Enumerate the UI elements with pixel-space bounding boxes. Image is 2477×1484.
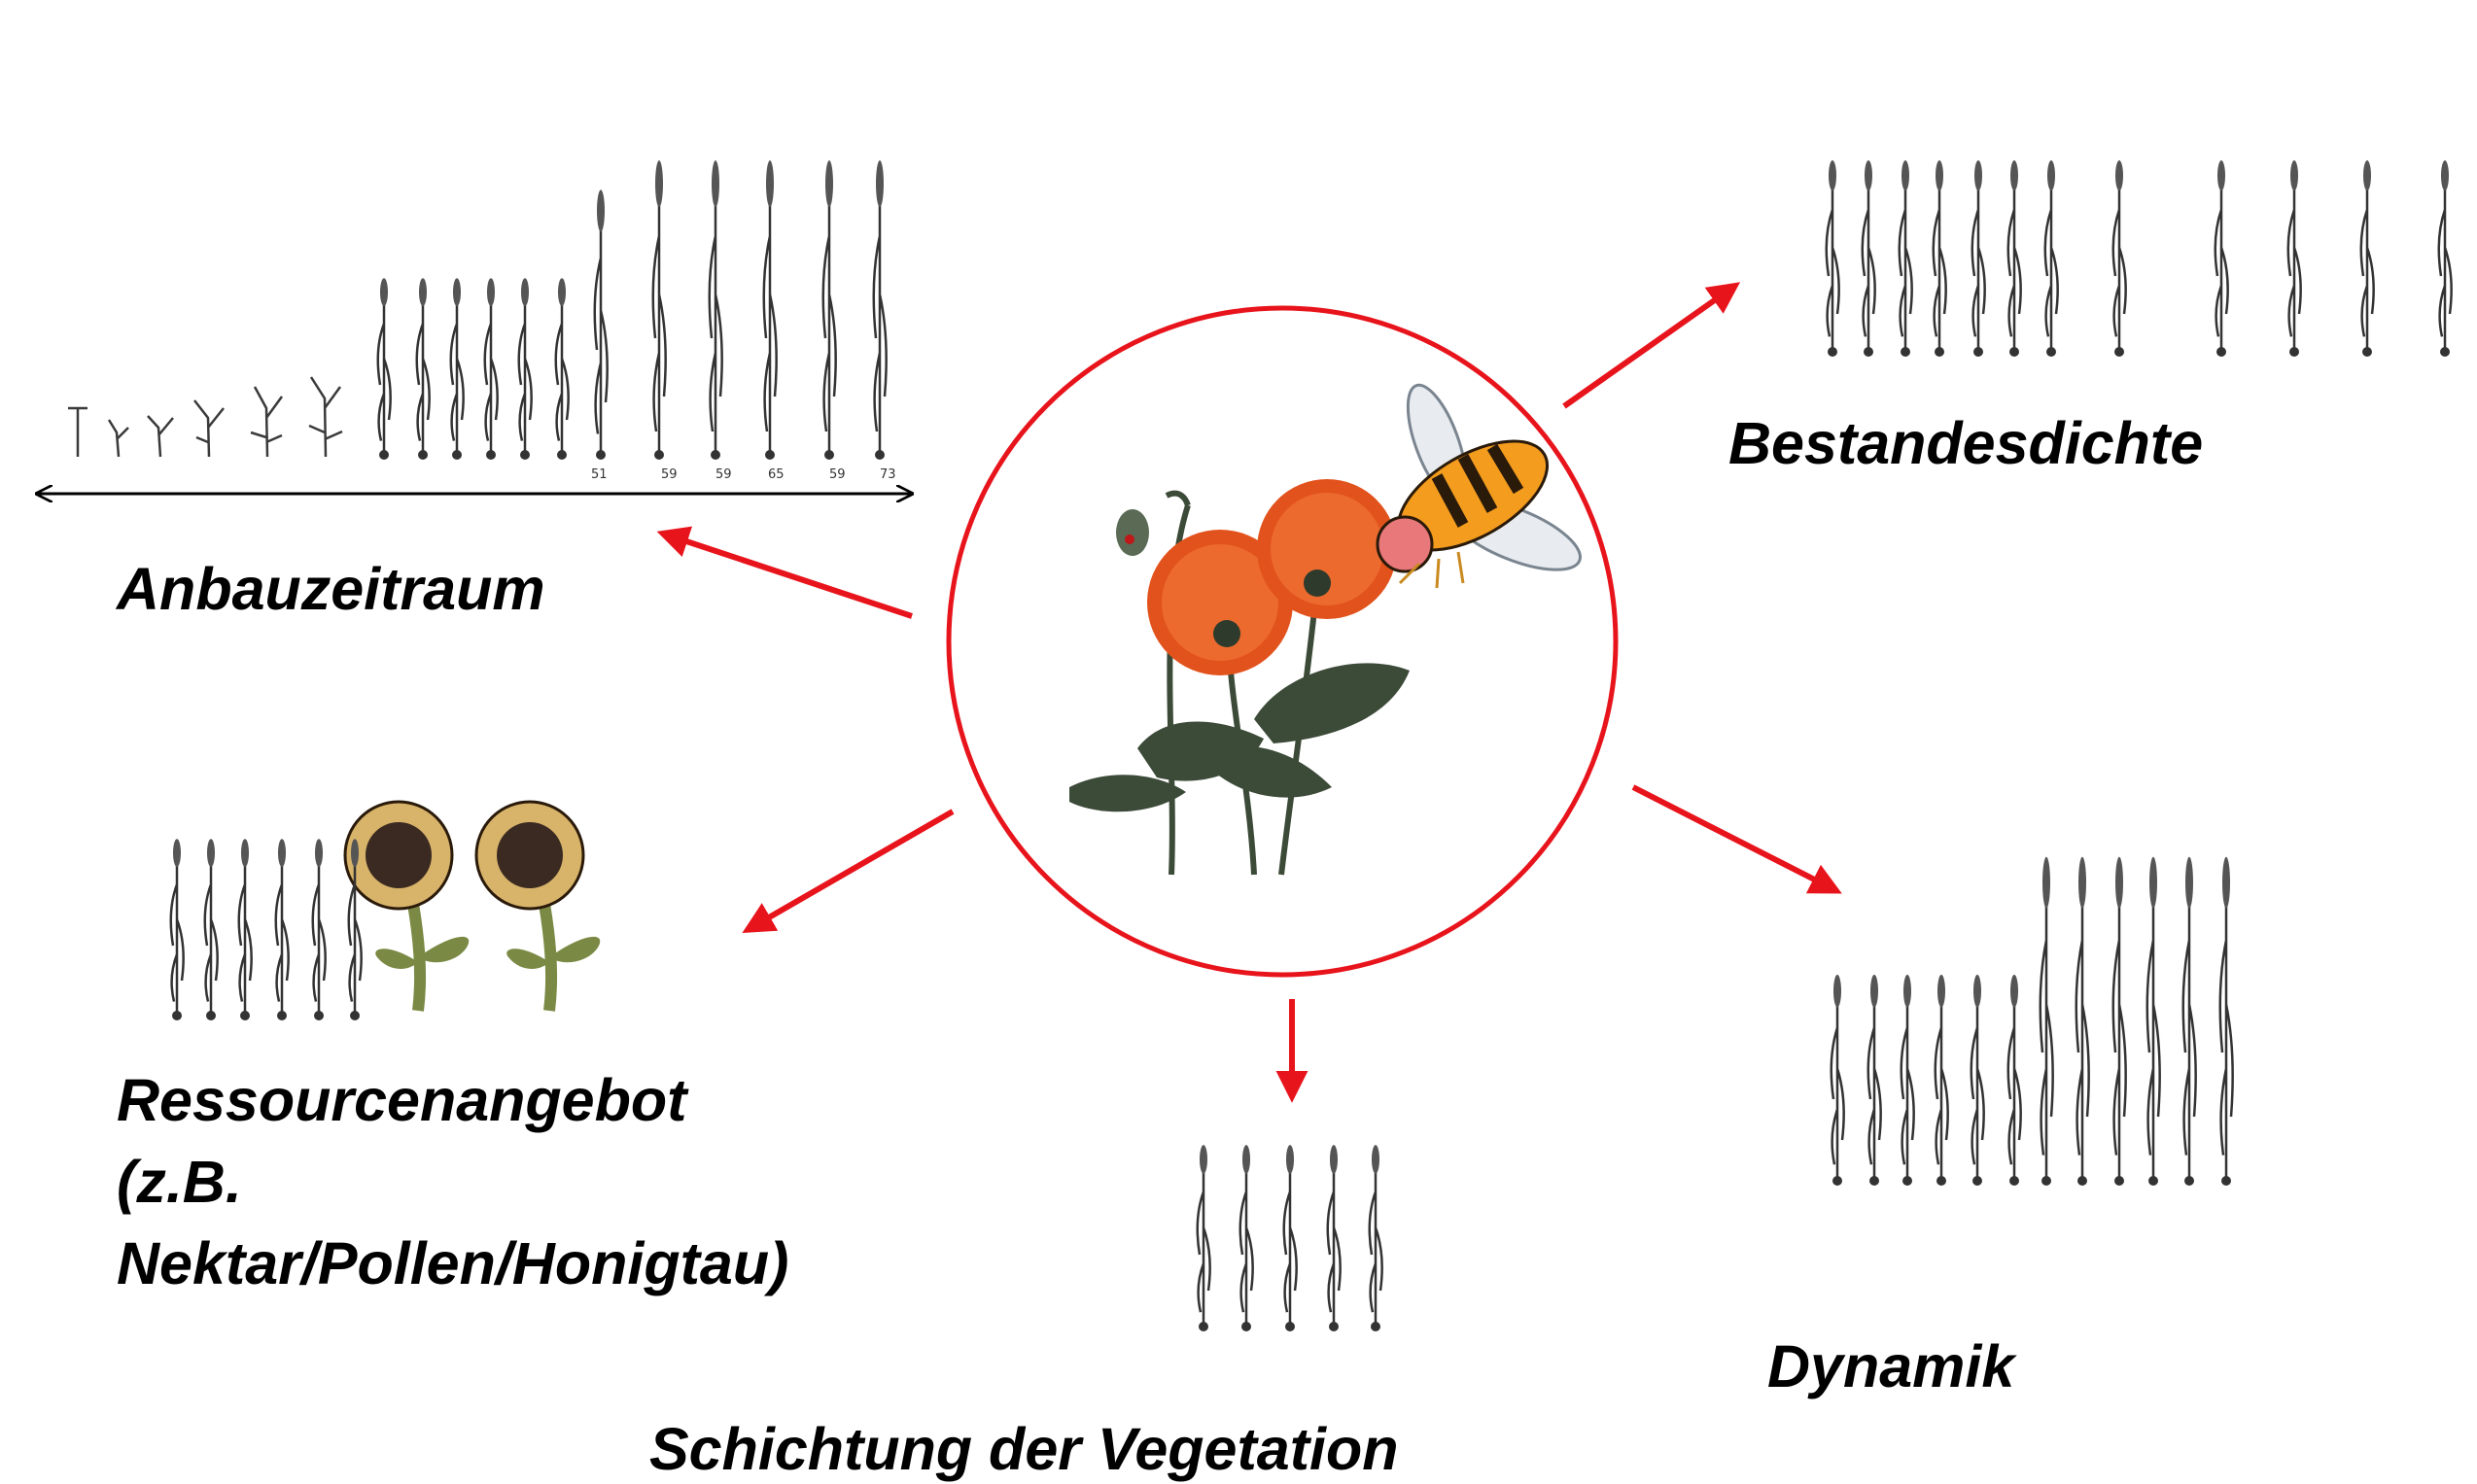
poppy-icon — [1069, 479, 1410, 875]
cereal-plant-icon — [1868, 975, 1881, 1186]
cereal-plant-icon — [378, 278, 391, 460]
stage-number: 65 — [768, 467, 785, 482]
cereal-plant-icon — [1901, 975, 1914, 1186]
sunflower-icon — [345, 802, 469, 1011]
cereal-plant-icon — [2045, 160, 2058, 357]
cereal-plant-icon — [2183, 857, 2196, 1186]
cereal-plant-icon — [1198, 1145, 1210, 1331]
cereal-plant-icon — [313, 839, 326, 1020]
label-schichtung: Schichtung der Vegetation — [649, 1414, 1398, 1484]
hoverfly-icon — [1378, 378, 1588, 588]
cereal-plant-icon — [556, 278, 569, 460]
cereal-plant-icon — [1863, 160, 1875, 357]
cereal-plant-icon — [874, 160, 887, 460]
stage-number: 59 — [715, 467, 732, 482]
cereal-plant-icon — [710, 160, 722, 460]
cereal-plant-icon — [823, 160, 836, 460]
cereal-plant-icon — [2008, 975, 2021, 1186]
sunflower-icon — [476, 802, 600, 1011]
arrow-ressourcenangebot — [750, 811, 953, 928]
cereal-plant-icon — [276, 839, 289, 1020]
cereal-plant-icon — [1284, 1145, 1297, 1331]
cereal-plant-icon — [2076, 857, 2089, 1186]
label-ressourcenangebot-line2: (z.B. — [117, 1141, 788, 1223]
cereal-plant-icon — [485, 278, 498, 460]
cereal-plant-icon — [1328, 1145, 1341, 1331]
cereal-plant-icon — [2113, 857, 2126, 1186]
label-ressourcenangebot-line3: Nektar/Pollen/Honigtau) — [117, 1223, 788, 1304]
cereal-plant-icon — [2361, 160, 2374, 357]
cereal-plant-icon — [764, 160, 777, 460]
cereal-plant-icon — [2439, 160, 2452, 357]
stage-number: 59 — [661, 467, 678, 482]
cereal-plant-icon — [1832, 975, 1844, 1186]
label-bestandesdichte: Bestandesdichte — [1728, 408, 2203, 479]
cereal-plant-icon — [205, 839, 218, 1020]
cereal-plant-icon — [519, 278, 532, 460]
cereal-plant-icon — [595, 190, 608, 460]
stage-number: 73 — [880, 467, 896, 482]
label-anbauzeitraum: Anbauzeitraum — [117, 554, 545, 625]
stage-number: 51 — [591, 467, 608, 482]
cereal-plant-icon — [2113, 160, 2126, 357]
cereal-plant-icon — [1971, 975, 1984, 1186]
cereal-plant-icon — [2215, 160, 2228, 357]
cereal-plant-icon — [2008, 160, 2021, 357]
stage-number-labels: 51 59 59 65 59 73 — [591, 467, 896, 482]
arrow-dynamik — [1633, 787, 1833, 889]
cereal-plant-icon — [1900, 160, 1912, 357]
cereal-plant-icon — [2041, 857, 2053, 1186]
cereal-plant-icon — [171, 839, 184, 1020]
label-ressourcenangebot: Ressourcenangebot (z.B. Nektar/Pollen/Ho… — [117, 1059, 788, 1305]
cereal-plant-icon — [1972, 160, 1985, 357]
cereal-plant-icon — [653, 160, 666, 460]
seedlings — [68, 377, 342, 457]
arrow-bestandesdichte — [1564, 288, 1732, 406]
anbauzeitraum-growth-stages: 51 59 59 65 59 73 — [37, 377, 912, 494]
cereal-plant-icon — [417, 278, 430, 460]
cereal-plant-icon — [2288, 160, 2301, 357]
cereal-plant-icon — [239, 839, 252, 1020]
cereal-plant-icon — [1370, 1145, 1382, 1331]
cereal-plant-icon — [1934, 160, 1946, 357]
cereal-plant-icon — [1936, 975, 1948, 1186]
cereal-plant-icon — [1827, 160, 1839, 357]
cereal-plant-icon — [2147, 857, 2160, 1186]
label-dynamik: Dynamik — [1767, 1331, 2014, 1402]
stage-number: 59 — [829, 467, 846, 482]
cereal-plant-icon — [2220, 857, 2233, 1186]
cereal-plant-icon — [451, 278, 464, 460]
cereal-plant-icon — [1240, 1145, 1253, 1331]
label-ressourcenangebot-line1: Ressourcenangebot — [117, 1059, 788, 1141]
arrow-anbauzeitraum — [666, 535, 912, 616]
poppy-flower — [1257, 479, 1397, 619]
